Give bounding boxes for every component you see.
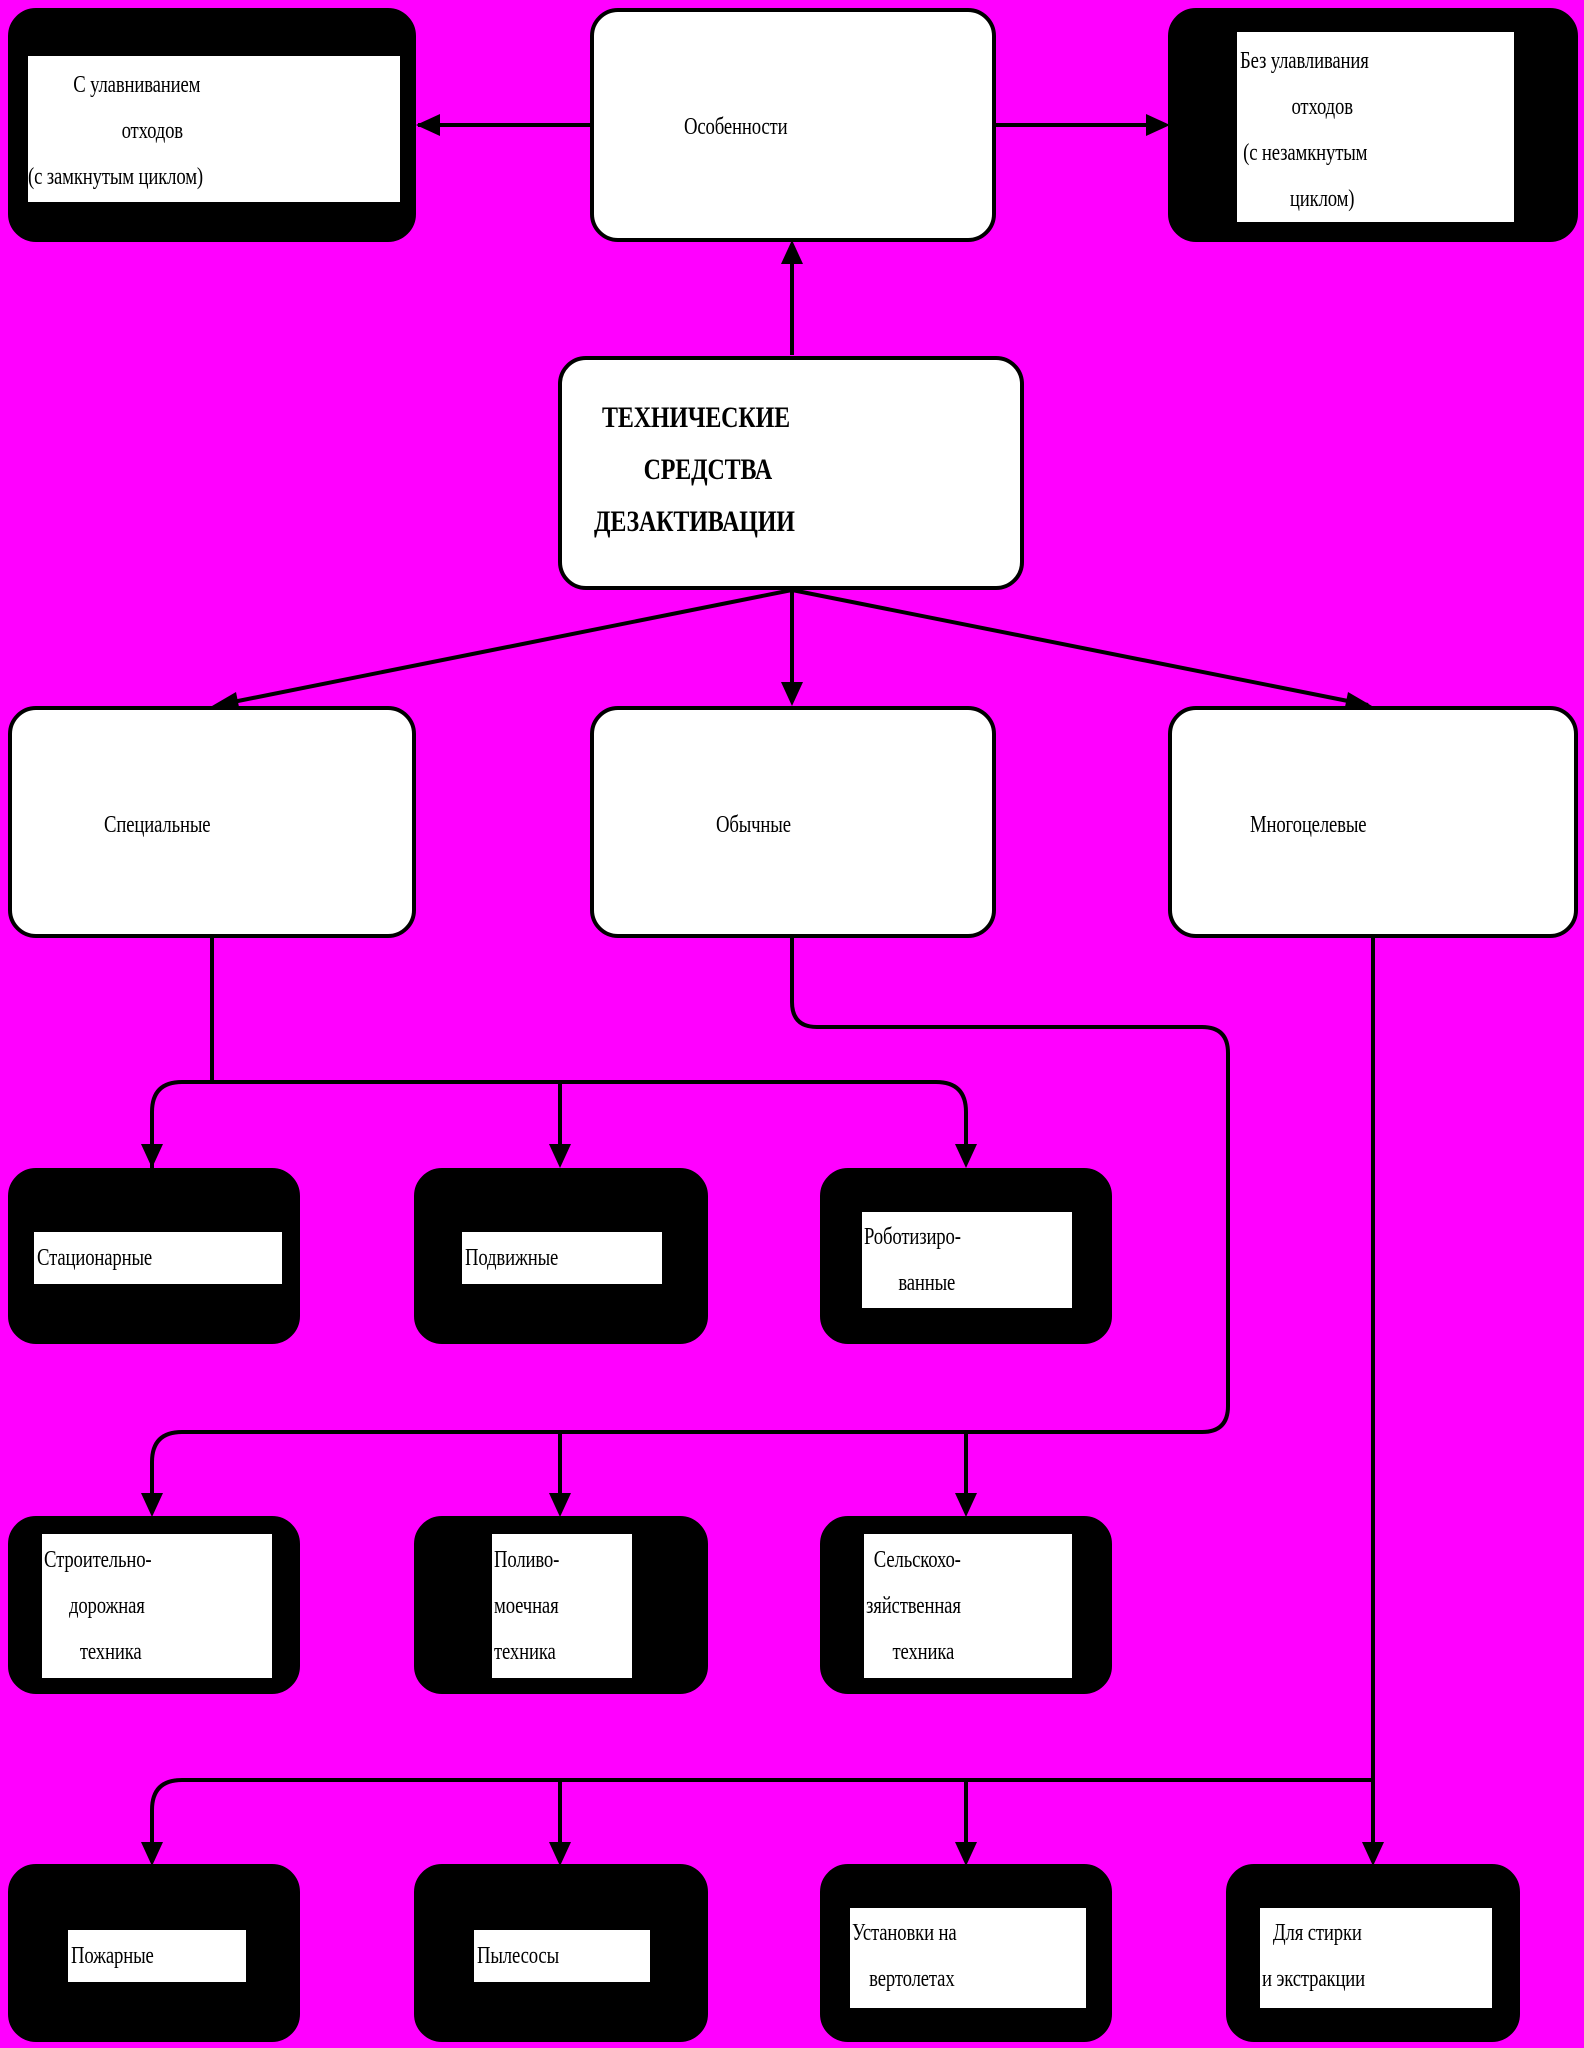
arrowhead-ordinary xyxy=(781,682,803,706)
arrowhead-without-capture xyxy=(1146,114,1170,136)
robotic-label: Роботизиро- ванные xyxy=(864,1224,961,1296)
agricultural-box: Сельскохо- зяйственная техника xyxy=(820,1516,1112,1694)
stationary-label: Стационарные xyxy=(37,1245,153,1271)
mobile-label: Подвижные xyxy=(465,1245,559,1271)
without-capture-text: Без улавливания отходов (с незамкнутым ц… xyxy=(1240,48,1369,212)
arrowhead-mobile xyxy=(549,1144,571,1168)
root-box: ТЕХНИЧЕСКИЕ СРЕДСТВА ДЕЗАКТИВАЦИИ xyxy=(558,356,1024,590)
features-label: Особенности xyxy=(684,114,788,140)
arrowhead-features xyxy=(781,240,803,264)
arrowhead-agricultural xyxy=(955,1493,977,1517)
features-box: Особенности xyxy=(590,8,996,242)
arrow-root-to-special xyxy=(217,588,793,707)
category-ordinary-label: Обычные xyxy=(716,812,791,838)
category-multipurpose-label: Многоцелевые xyxy=(1250,812,1367,838)
line-multipurpose-bus xyxy=(150,1778,1373,1858)
robotic-box: Роботизиро- ванные xyxy=(820,1168,1112,1344)
arrowhead-vacuum xyxy=(549,1842,571,1866)
helicopter-label: Установки на вертолетах xyxy=(852,1920,957,1992)
agricultural-label: Сельскохо- зяйственная техника xyxy=(866,1547,961,1665)
arrowhead-robotic xyxy=(955,1144,977,1168)
line-ordinary-branch xyxy=(150,937,1230,1508)
arrowhead-washing xyxy=(1362,1842,1384,1866)
helicopter-box: Установки на вертолетах xyxy=(820,1864,1112,2042)
arrowhead-fire xyxy=(141,1842,163,1866)
category-ordinary: Обычные xyxy=(590,706,996,938)
vacuum-box: Пылесосы xyxy=(414,1864,708,2042)
arrowhead-watering xyxy=(549,1493,571,1517)
road-construction-box: Строительно- дорожная техника xyxy=(8,1516,300,1694)
arrowhead-road xyxy=(141,1493,163,1517)
arrowhead-with-capture xyxy=(416,114,440,136)
root-title: ТЕХНИЧЕСКИЕ СРЕДСТВА ДЕЗАКТИВАЦИИ xyxy=(594,401,795,538)
watering-box: Поливо- моечная техника xyxy=(414,1516,708,1694)
category-special-label: Специальные xyxy=(104,812,211,838)
arrowhead-helicopter xyxy=(955,1842,977,1866)
category-special: Специальные xyxy=(8,706,416,938)
mobile-box: Подвижные xyxy=(414,1168,708,1344)
without-capture-box: Без улавливания отходов (с незамкнутым ц… xyxy=(1168,8,1578,242)
washing-box: Для стирки и экстракции xyxy=(1226,1864,1520,2042)
with-capture-text: С улавниванием отходов (с замкнутым цикл… xyxy=(28,72,203,190)
category-multipurpose: Многоцелевые xyxy=(1168,706,1578,938)
road-construction-label: Строительно- дорожная техника xyxy=(44,1547,152,1665)
vacuum-label: Пылесосы xyxy=(477,1943,559,1969)
fire-box: Пожарные xyxy=(8,1864,300,2042)
stationary-box: Стационарные xyxy=(8,1168,300,1344)
watering-label: Поливо- моечная техника xyxy=(494,1547,560,1665)
fire-label: Пожарные xyxy=(71,1943,154,1969)
arrow-root-to-multipurpose xyxy=(791,588,1369,707)
arrowhead-stationary xyxy=(141,1144,163,1168)
washing-label: Для стирки и экстракции xyxy=(1262,1920,1366,1992)
with-capture-box: С улавниванием отходов (с замкнутым цикл… xyxy=(8,8,416,242)
